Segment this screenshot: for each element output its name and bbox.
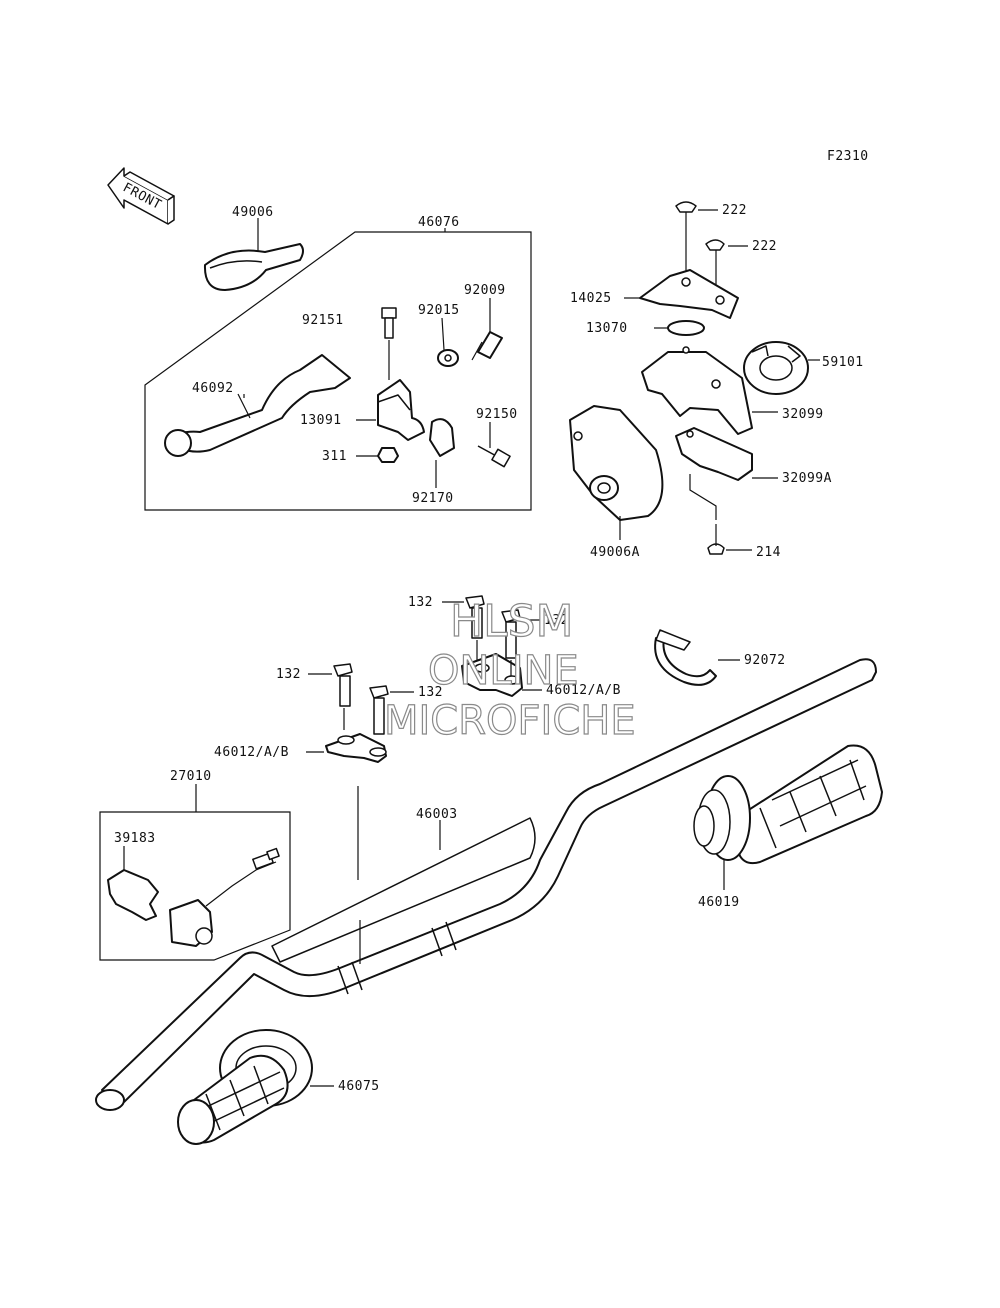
bolt-132-left-a bbox=[308, 663, 353, 730]
bolt-92151 bbox=[381, 307, 397, 380]
label-311: 311 bbox=[322, 449, 347, 464]
label-132-right-b: 132 bbox=[544, 613, 569, 628]
handlebar-46003 bbox=[95, 658, 877, 1111]
label-92151: 92151 bbox=[302, 313, 344, 328]
label-214: 214 bbox=[756, 545, 781, 560]
throttle-housing-32099 bbox=[641, 346, 778, 435]
label-49006A: 49006A bbox=[590, 545, 640, 560]
label-92015: 92015 bbox=[418, 303, 460, 318]
front-arrow-icon: FRONT bbox=[107, 167, 175, 225]
label-46092: 46092 bbox=[192, 381, 234, 396]
label-32099A: 32099A bbox=[782, 471, 832, 486]
label-46012-left: 46012/A/B bbox=[214, 745, 289, 760]
kit-27010-outline bbox=[99, 811, 291, 961]
label-13070: 13070 bbox=[586, 321, 628, 336]
label-13091: 13091 bbox=[300, 413, 342, 428]
label-132-left-b: 132 bbox=[418, 685, 443, 700]
nut-311 bbox=[377, 447, 399, 463]
label-132-left-a: 132 bbox=[276, 667, 301, 682]
label-49006: 49006 bbox=[232, 205, 274, 220]
label-39183: 39183 bbox=[114, 831, 156, 846]
throttle-housing-32099A bbox=[675, 427, 778, 520]
label-59101: 59101 bbox=[822, 355, 864, 370]
bolt-132-left-b bbox=[369, 685, 414, 735]
gasket-13070 bbox=[654, 320, 705, 336]
watermark-line-3: MICROFICHE bbox=[384, 698, 636, 744]
label-46012-right: 46012/A/B bbox=[546, 683, 621, 698]
throttle-cover-49006A bbox=[569, 405, 664, 540]
throttle-pulley-59101 bbox=[743, 341, 820, 395]
screw-92009 bbox=[471, 298, 503, 361]
figure-code: F2310 bbox=[827, 149, 869, 164]
bolt-132-right-b bbox=[501, 609, 540, 676]
bracket-39183 bbox=[107, 846, 159, 921]
kit-46076-outline bbox=[144, 231, 532, 511]
grip-46075 bbox=[177, 1029, 334, 1145]
label-92072: 92072 bbox=[744, 653, 786, 668]
clamp-92170 bbox=[429, 418, 455, 488]
label-92009: 92009 bbox=[464, 283, 506, 298]
label-132-right-a: 132 bbox=[408, 595, 433, 610]
clamp-46012-right bbox=[461, 653, 542, 697]
clamp-46012-left bbox=[306, 733, 387, 964]
switch-27010 bbox=[169, 847, 280, 947]
label-46003: 46003 bbox=[416, 807, 458, 822]
screw-222-upper bbox=[675, 201, 718, 280]
lever-cover-49006 bbox=[203, 218, 304, 291]
label-46075: 46075 bbox=[338, 1079, 380, 1094]
bolt-132-right-a bbox=[442, 595, 485, 660]
label-92150: 92150 bbox=[476, 407, 518, 422]
band-92072 bbox=[654, 629, 740, 686]
clutch-lever-46092 bbox=[164, 354, 351, 457]
label-27010: 27010 bbox=[170, 769, 212, 784]
grip-46019 bbox=[693, 744, 883, 890]
bolt-92150 bbox=[477, 422, 511, 468]
label-46076: 46076 bbox=[418, 215, 460, 230]
label-46019: 46019 bbox=[698, 895, 740, 910]
label-14025: 14025 bbox=[570, 291, 612, 306]
watermark-line-2: ONLINE bbox=[428, 648, 579, 694]
label-92170: 92170 bbox=[412, 491, 454, 506]
nut-92015 bbox=[437, 317, 459, 367]
throttle-cover-14025 bbox=[624, 269, 739, 319]
label-222-lower: 222 bbox=[752, 239, 777, 254]
watermark-line-1: HLSM bbox=[450, 596, 574, 647]
label-222-upper: 222 bbox=[722, 203, 747, 218]
lever-holder-13091 bbox=[377, 379, 425, 441]
label-32099: 32099 bbox=[782, 407, 824, 422]
screw-214 bbox=[707, 524, 752, 555]
